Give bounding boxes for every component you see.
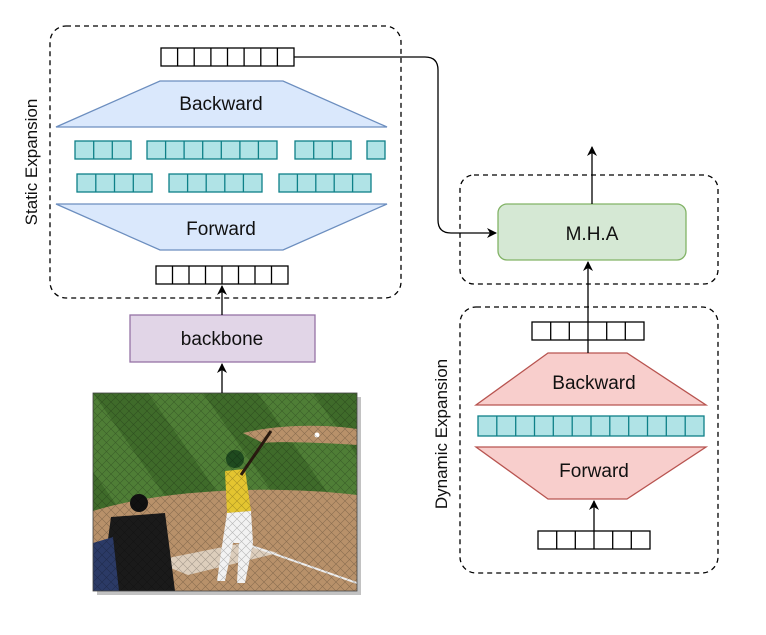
dynamic-output-tokens (531, 321, 645, 341)
static-expansion-box (49, 25, 402, 299)
dynamic-expansion-title: Dynamic Expansion (432, 359, 451, 509)
mha-label: M.H.A (566, 224, 619, 245)
static-expansion-group: Static Expansion Backward Forwar (22, 25, 402, 299)
arrow-static-to-mha (294, 56, 497, 238)
dynamic-expert-tokens (477, 415, 705, 437)
dynamic-backward-block (473, 352, 709, 406)
static-backward-label: Backward (179, 94, 262, 115)
static-expert-tokens (74, 140, 386, 193)
dynamic-forward-block (473, 446, 709, 500)
dynamic-expansion-box (459, 306, 719, 574)
static-forward-label: Forward (186, 219, 256, 240)
baseball-batter-photo (92, 392, 361, 595)
static-output-tokens (160, 47, 295, 67)
dynamic-expansion-group: Dynamic Expansion Backward Forward (432, 306, 719, 574)
static-expansion-title: Static Expansion (22, 99, 41, 226)
dynamic-forward-label: Forward (559, 461, 629, 482)
static-input-tokens (155, 265, 289, 285)
static-backward-block (55, 80, 388, 128)
dynamic-backward-label: Backward (552, 373, 635, 394)
static-forward-block (55, 203, 388, 251)
backbone-block (129, 314, 316, 363)
backbone-label: backbone (181, 329, 263, 350)
dynamic-input-tokens (537, 530, 651, 550)
mha-container-box (459, 174, 719, 285)
